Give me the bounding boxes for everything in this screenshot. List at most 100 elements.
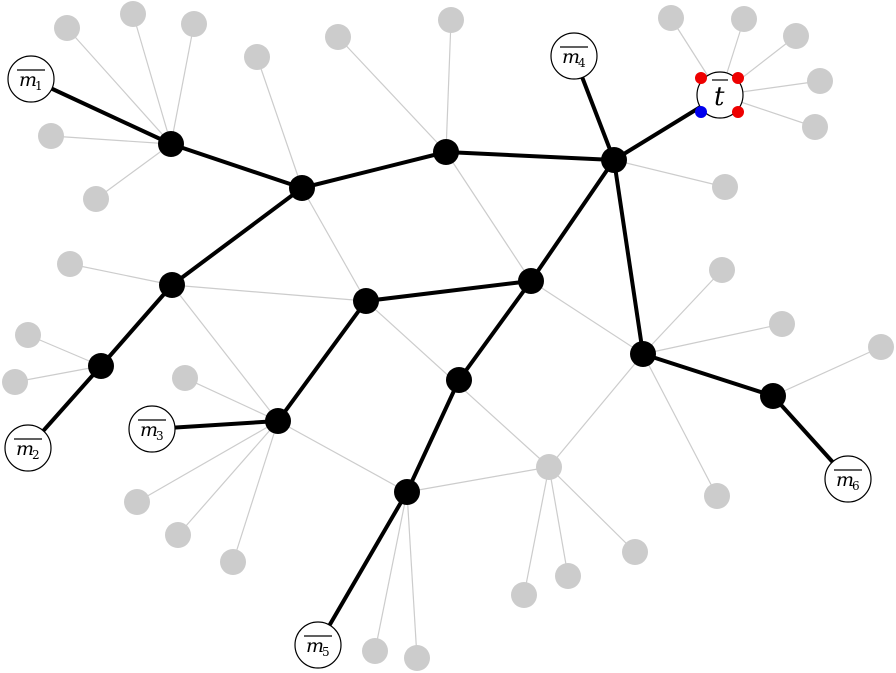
label-m4: m 4 — [550, 32, 598, 80]
black-edge — [364, 279, 533, 303]
grey-node — [807, 68, 833, 94]
label-m4-base: m — [562, 46, 580, 68]
black-edge — [529, 158, 616, 283]
port-dot-red — [732, 72, 744, 84]
label-t-base: t — [714, 82, 725, 112]
grey-node — [438, 7, 464, 33]
grey-edge — [170, 23, 195, 145]
grey-edge — [530, 280, 644, 355]
label-m5-base: m — [306, 635, 324, 657]
grey-edge — [50, 135, 172, 145]
black-node — [630, 341, 656, 367]
label-m1-circle — [7, 55, 55, 103]
grey-node — [783, 23, 809, 49]
black-edge — [641, 352, 775, 398]
black-node — [433, 139, 459, 165]
black-node — [760, 383, 786, 409]
grey-node — [38, 123, 64, 149]
grey-node — [165, 522, 191, 548]
port-dot-red — [695, 72, 707, 84]
black-edge — [170, 186, 304, 287]
grey-node — [704, 483, 730, 509]
black-nodes — [88, 131, 786, 505]
label-t-circle — [696, 71, 744, 119]
grey-edge — [642, 269, 723, 355]
label-m2-sub: 2 — [32, 448, 40, 462]
black-edge — [612, 158, 645, 356]
grey-node — [536, 454, 562, 480]
grey-node — [802, 114, 828, 140]
grey-edge — [642, 323, 783, 355]
grey-node — [325, 24, 351, 50]
black-node — [265, 408, 291, 434]
grey-node — [658, 5, 684, 31]
black-node — [518, 268, 544, 294]
grey-edge — [132, 13, 172, 145]
black-node — [446, 367, 472, 393]
label-m2-base: m — [16, 438, 34, 460]
grey-node — [555, 563, 581, 589]
grey-node — [15, 322, 41, 348]
label-t: t — [695, 71, 744, 119]
grey-node — [712, 174, 738, 200]
black-edge — [405, 378, 461, 494]
label-m3-base: m — [140, 419, 158, 441]
grey-edge — [177, 420, 279, 536]
black-edge — [316, 490, 409, 647]
grey-node — [120, 1, 146, 27]
grey-edge — [171, 284, 367, 302]
label-m6-circle — [824, 455, 872, 503]
grey-edge — [548, 466, 569, 577]
label-m6-sub: 6 — [852, 479, 860, 493]
label-m1: m 1 — [7, 55, 55, 103]
black-edge — [169, 142, 304, 190]
grey-node — [172, 365, 198, 391]
grey-edge — [27, 334, 102, 367]
grey-node — [181, 11, 207, 37]
grey-edge — [69, 263, 173, 286]
black-edge — [276, 299, 368, 423]
grey-edge — [445, 19, 452, 153]
grey-edge — [277, 420, 408, 493]
grey-node — [244, 44, 270, 70]
label-m2-circle — [4, 424, 52, 472]
grey-edge — [66, 27, 172, 145]
grey-edge — [184, 377, 279, 422]
black-node — [289, 175, 315, 201]
grey-node — [2, 369, 28, 395]
black-node — [601, 147, 627, 173]
black-edge — [99, 283, 174, 368]
grey-edge — [445, 151, 532, 282]
black-edge — [457, 279, 533, 382]
label-m5-sub: 5 — [322, 645, 330, 659]
black-edge — [444, 150, 616, 162]
grey-node — [404, 645, 430, 671]
label-m1-base: m — [19, 69, 37, 91]
grey-edge — [256, 56, 303, 189]
grey-node — [124, 489, 150, 515]
grey-edge — [548, 466, 636, 553]
grey-edge — [301, 187, 367, 302]
port-dot-red — [732, 106, 744, 118]
grey-node — [54, 15, 80, 41]
label-m1-sub: 1 — [35, 79, 43, 93]
grey-node — [511, 582, 537, 608]
grey-edge — [406, 491, 418, 659]
black-edge — [300, 150, 448, 190]
label-m6-base: m — [836, 469, 854, 491]
grey-edge — [171, 284, 279, 422]
port-dot-blue — [695, 106, 707, 118]
grey-node — [57, 251, 83, 277]
black-node — [353, 288, 379, 314]
label-m4-sub: 4 — [578, 56, 586, 70]
grey-edge — [523, 466, 550, 596]
grey-node — [868, 334, 894, 360]
black-edge — [29, 77, 173, 146]
black-node — [158, 131, 184, 157]
grey-node — [362, 638, 388, 664]
grey-node — [622, 539, 648, 565]
grey-edge — [337, 36, 447, 153]
black-node — [394, 479, 420, 505]
